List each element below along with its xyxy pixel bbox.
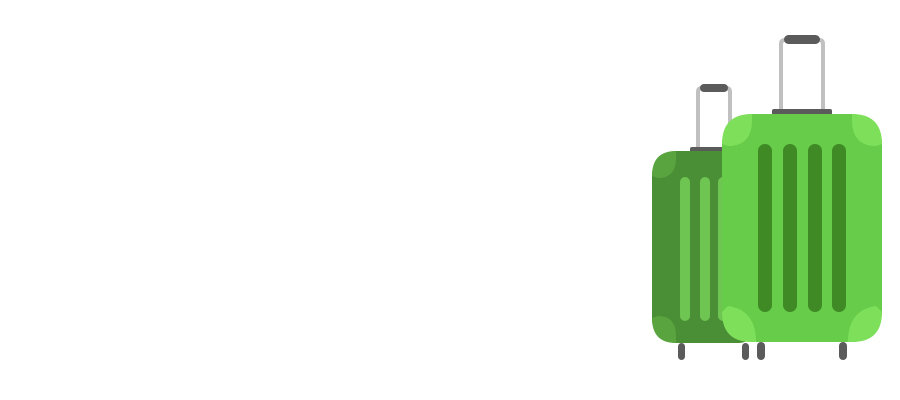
large-suitcase-wheel-right [839, 342, 847, 360]
small-suitcase-corner-bl [652, 316, 676, 343]
large-suitcase-stripe-1 [758, 144, 772, 312]
large-suitcase-stripe-3 [808, 144, 822, 312]
large-suitcase-corner-tl [722, 114, 752, 146]
large-suitcase-stripe-4 [832, 144, 846, 312]
small-suitcase-stripe-2 [700, 177, 710, 321]
large-suitcase-handle [779, 38, 825, 113]
small-suitcase-wheel-left [678, 343, 685, 360]
large-suitcase-corner-tr [852, 114, 882, 146]
small-suitcase-handle-grip [700, 84, 728, 92]
large-suitcase-stripe-2 [783, 144, 797, 312]
large-suitcase-wheel-left [757, 342, 765, 360]
large-suitcase-corner-br [848, 306, 882, 342]
small-suitcase-wheel-right [742, 343, 749, 360]
small-suitcase-corner-tl [652, 151, 676, 178]
large-suitcase-handle-grip [784, 35, 820, 44]
large-suitcase-icon [722, 35, 882, 360]
large-suitcase-corner-bl [722, 306, 756, 342]
large-suitcase-body [722, 114, 882, 342]
small-suitcase-stripe-1 [680, 177, 690, 321]
